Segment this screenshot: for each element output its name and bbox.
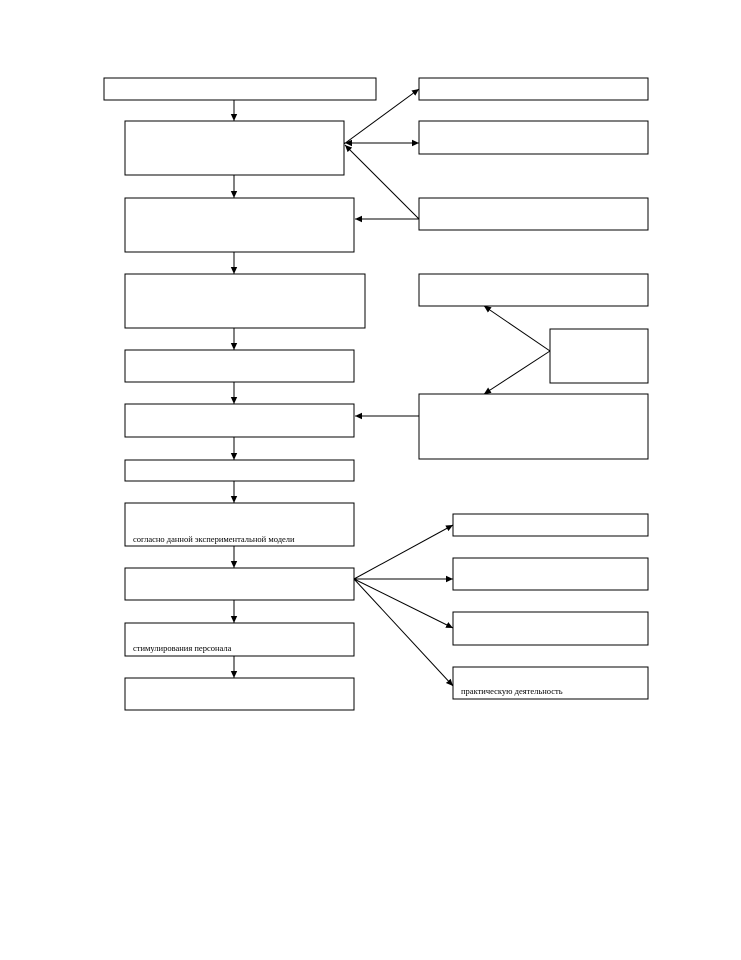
box-right-1	[418, 77, 649, 101]
box-right-4	[418, 273, 649, 307]
box-left-10: стимулирования персонала	[124, 622, 355, 657]
box-top-left	[103, 77, 377, 101]
box-right-2	[418, 120, 649, 155]
box-left-8: согласно данной экспериментальной модели	[124, 502, 355, 547]
box-right-7	[452, 513, 649, 537]
box-right-6	[418, 393, 649, 460]
arrow-small-to-right6	[483, 350, 551, 395]
arrow-box9-to-right9	[353, 578, 454, 629]
box-right-10: практическую деятельность	[452, 666, 649, 700]
arrow-right3-to-box2	[344, 144, 420, 220]
box-left-7	[124, 459, 355, 482]
arrow-small-to-right4	[483, 305, 551, 352]
box-left-9	[124, 567, 355, 601]
box-left-5	[124, 349, 355, 383]
box-right-3	[418, 197, 649, 231]
arrow-box2-to-right1	[343, 88, 420, 145]
box-right-9	[452, 611, 649, 646]
box-left-10-label: стимулирования персонала	[133, 643, 232, 653]
box-left-6	[124, 403, 355, 438]
box-right-8	[452, 557, 649, 591]
box-right-5-small	[549, 328, 649, 384]
box-right-10-label: практическую деятельность	[461, 686, 563, 696]
arrow-box9-to-right7	[353, 524, 454, 580]
box-left-8-label: согласно данной экспериментальной модели	[133, 534, 295, 544]
box-left-2	[124, 120, 345, 176]
box-left-4	[124, 273, 366, 329]
box-left-11	[124, 677, 355, 711]
box-left-3	[124, 197, 355, 253]
arrow-box9-to-right10	[353, 578, 454, 687]
